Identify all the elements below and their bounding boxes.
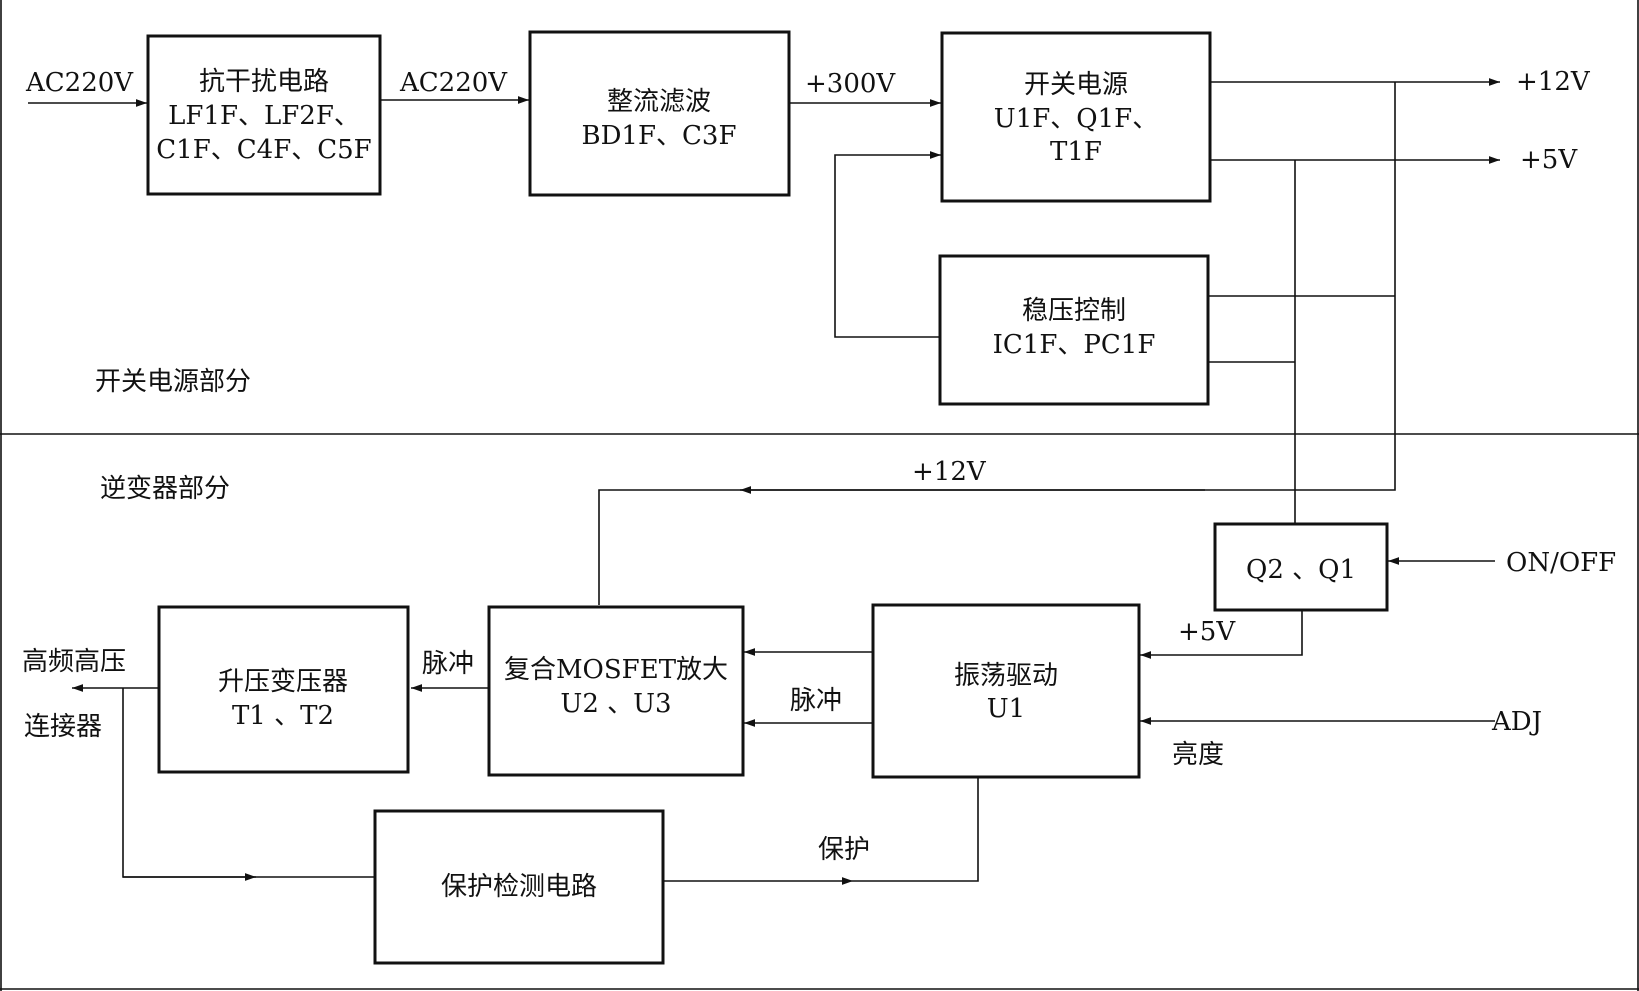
block-step-up-title: 升压变压器 xyxy=(218,667,348,697)
wire-rail-12v-vertical xyxy=(1205,82,1396,491)
label-out-5v: +5V xyxy=(1520,145,1578,175)
label-ac-mid: AC220V xyxy=(399,68,508,98)
block-mosfet-amp-title: 复合MOSFET放大 xyxy=(504,655,728,685)
block-regulator: 稳压控制 IC1F、PC1F xyxy=(938,254,1210,406)
label-rail-12v: +12V xyxy=(912,457,987,487)
block-q-switch-title: Q2 、Q1 xyxy=(1246,555,1356,585)
wire-rail-12v-horizontal xyxy=(598,489,1205,605)
label-pulse-1: 脉冲 xyxy=(422,649,474,679)
signal-labels: AC220V AC220V +300V +12V +5V +12V +5V ON… xyxy=(22,67,1616,865)
block-smps-line3: T1F xyxy=(1050,137,1102,167)
label-hv-out-2: 连接器 xyxy=(24,712,102,742)
block-mosfet-amp-line2: U2 、U3 xyxy=(560,689,671,719)
block-protection: 保护检测电路 xyxy=(373,809,665,965)
block-rectifier-title: 整流滤波 xyxy=(607,87,711,117)
wire-feedback xyxy=(834,151,941,338)
wires xyxy=(28,78,1500,885)
block-q-switch: Q2 、Q1 xyxy=(1213,522,1389,612)
block-mosfet-amp: 复合MOSFET放大 U2 、U3 xyxy=(487,605,745,777)
block-oscillator: 振荡驱动 U1 xyxy=(871,603,1141,779)
label-300v: +300V xyxy=(805,69,896,99)
block-emi-filter-title: 抗干扰电路 xyxy=(199,67,329,97)
label-pulse-2: 脉冲 xyxy=(790,686,842,716)
block-regulator-line2: IC1F、PC1F xyxy=(993,330,1156,360)
label-on-off: ON/OFF xyxy=(1506,548,1616,578)
block-oscillator-title: 振荡驱动 xyxy=(954,661,1058,691)
label-in-5v: +5V xyxy=(1178,617,1236,647)
section-label-switching-power: 开关电源部分 xyxy=(95,367,251,397)
block-rectifier: 整流滤波 BD1F、C3F xyxy=(528,30,791,197)
block-step-up-line2: T1 、T2 xyxy=(232,701,334,731)
block-smps-line2: U1F、Q1F、 xyxy=(994,104,1158,134)
block-oscillator-line2: U1 xyxy=(987,694,1025,724)
block-emi-filter: 抗干扰电路 LF1F、LF2F、 C1F、C4F、C5F xyxy=(146,34,382,196)
block-protection-title: 保护检测电路 xyxy=(441,872,597,902)
block-regulator-title: 稳压控制 xyxy=(1022,296,1126,326)
block-smps: 开关电源 U1F、Q1F、 T1F xyxy=(940,31,1212,203)
block-emi-filter-line2: LF1F、LF2F、 xyxy=(168,101,360,131)
label-hv-out-1: 高频高压 xyxy=(22,647,126,677)
label-protect: 保护 xyxy=(818,835,870,865)
block-emi-filter-line3: C1F、C4F、C5F xyxy=(156,135,371,165)
block-step-up: 升压变压器 T1 、T2 xyxy=(157,605,410,774)
label-brightness: 亮度 xyxy=(1172,740,1224,770)
block-rectifier-line2: BD1F、C3F xyxy=(581,121,736,151)
wire-protect xyxy=(853,777,979,882)
label-out-12v: +12V xyxy=(1516,67,1591,97)
section-label-inverter: 逆变器部分 xyxy=(100,474,230,504)
wire-q-to-osc xyxy=(1140,611,1303,659)
block-smps-title: 开关电源 xyxy=(1024,70,1128,100)
label-ac-in: AC220V xyxy=(25,68,134,98)
label-adj: ADJ xyxy=(1491,707,1542,737)
